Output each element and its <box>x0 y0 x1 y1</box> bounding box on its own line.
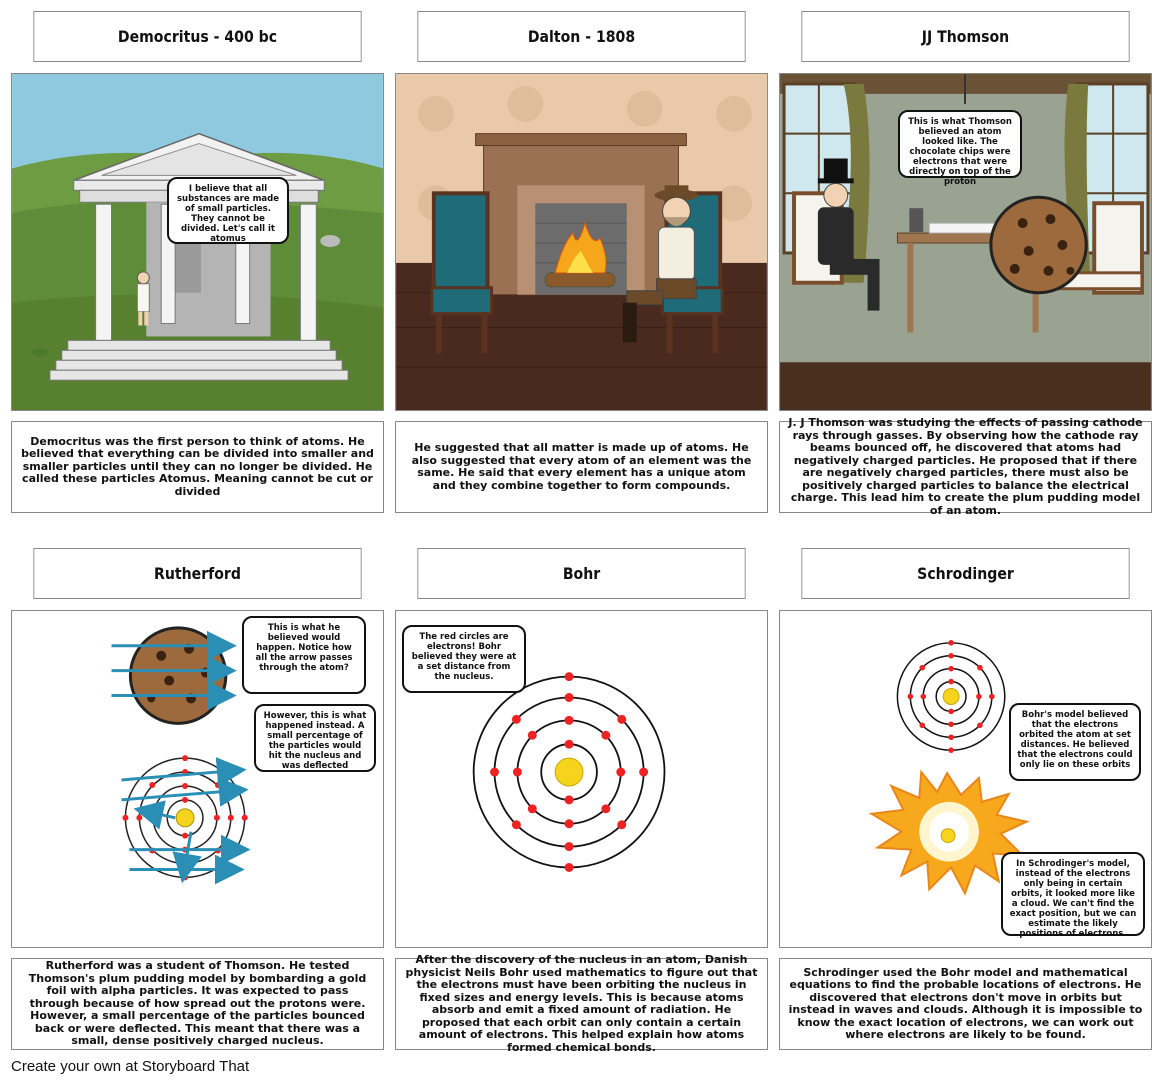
panel-4-image: This is what he believed would happen. N… <box>11 610 384 948</box>
panel-1-image: I believe that all substances are made o… <box>11 73 384 411</box>
panel-3-speech-bubble: This is what Thomson believed an atom lo… <box>898 110 1022 187</box>
panel-6-speech-bubble-1: Bohr's model believed that the electrons… <box>1009 703 1141 781</box>
panel-4-speech-bubble-2: However, this is what happened instead. … <box>254 704 376 772</box>
panel-1-title-text: Democritus - 400 bc <box>117 27 278 46</box>
panel-6-title: Schrodinger <box>801 548 1130 599</box>
panel-1-speech-bubble: I believe that all substances are made o… <box>167 177 289 244</box>
panel-4-speech-bubble-1: This is what he believed would happen. N… <box>242 616 366 694</box>
panel-3-title-text: JJ Thomson <box>921 27 1010 46</box>
panel-3-image: This is what Thomson believed an atom lo… <box>779 73 1152 411</box>
panel-2-title-text: Dalton - 1808 <box>527 27 636 46</box>
panel-5-image: The red circles are electrons! Bohr beli… <box>395 610 768 948</box>
panel-1-title: Democritus - 400 bc <box>33 11 362 62</box>
schrodinger-diagram <box>868 640 1030 896</box>
panel-2-title: Dalton - 1808 <box>417 11 746 62</box>
panel-6-speech-bubble-2: In Schrodinger's model, instead of the e… <box>1001 852 1145 939</box>
panel-2-description: He suggested that all matter is made up … <box>395 421 768 513</box>
rutherford-diagram <box>111 626 251 885</box>
fireplace-scene <box>396 74 767 410</box>
bohr-atom-diagram <box>472 672 666 872</box>
panel-3-description: J. J Thomson was studying the effects of… <box>779 416 1152 516</box>
panel-5-title-text: Bohr <box>562 564 601 583</box>
panel-1-description: Democritus was the first person to think… <box>11 421 384 513</box>
panel-6-description: Schrodinger used the Bohr model and math… <box>779 958 1152 1050</box>
panel-4-title-text: Rutherford <box>154 564 241 583</box>
storyboard-that-footer-link[interactable]: Create your own at Storyboard That <box>11 1058 250 1075</box>
panel-5-title: Bohr <box>417 548 746 599</box>
panel-6-image: Bohr's model believed that the electrons… <box>779 610 1152 948</box>
panel-3-title: JJ Thomson <box>801 11 1130 62</box>
panel-5-speech-bubble: The red circles are electrons! Bohr beli… <box>402 625 526 693</box>
panel-4-description: Rutherford was a student of Thomson. He … <box>11 958 384 1050</box>
panel-6-title-text: Schrodinger <box>917 564 1014 583</box>
panel-2-image <box>395 73 768 411</box>
panel-5-description: After the discovery of the nucleus in an… <box>395 953 768 1053</box>
panel-4-title: Rutherford <box>33 548 362 599</box>
